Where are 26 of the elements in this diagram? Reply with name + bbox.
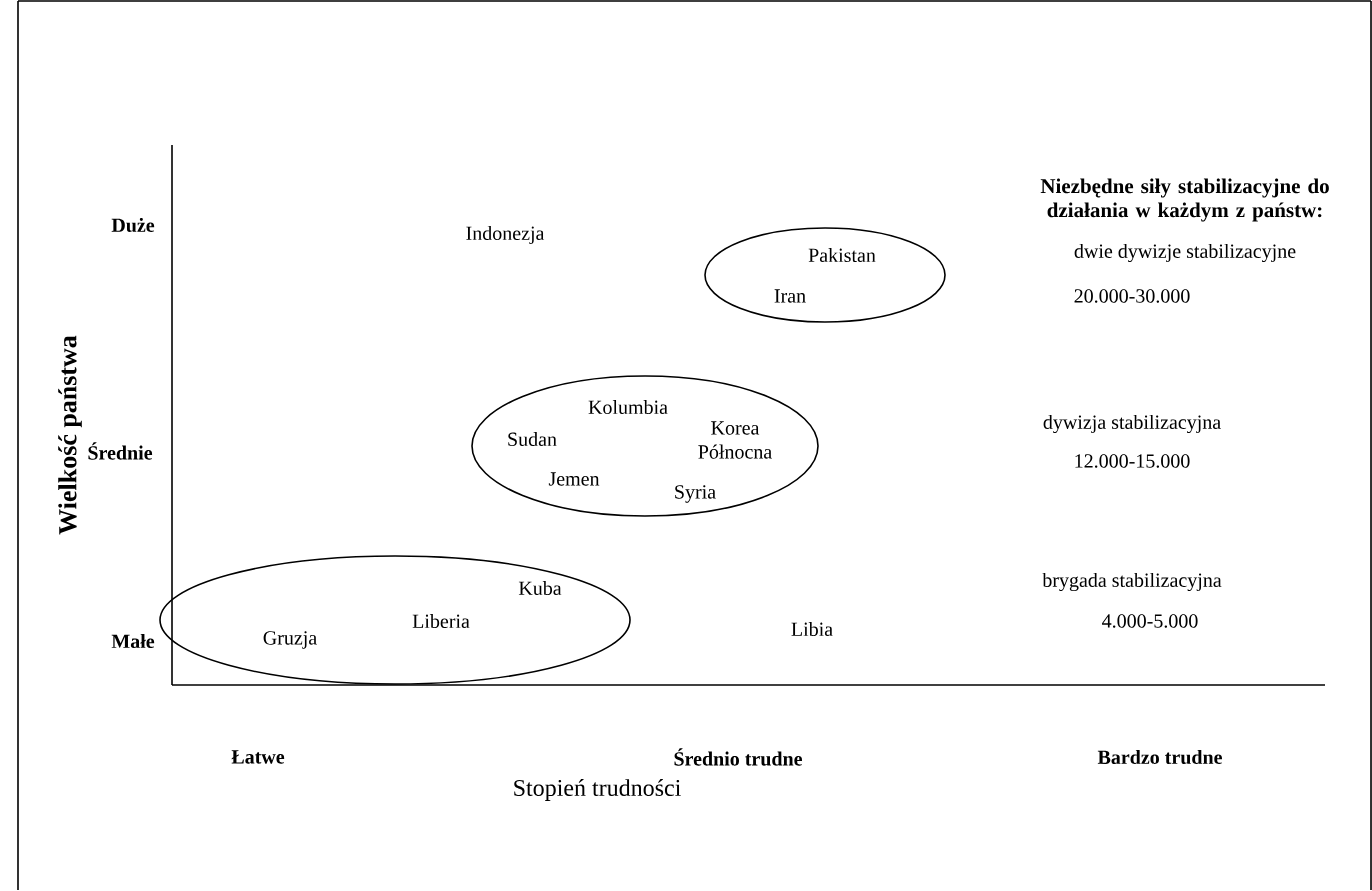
country-label: Kolumbia: [588, 399, 668, 415]
country-label: Liberia: [412, 613, 470, 629]
country-label: Iran: [774, 289, 806, 303]
force-number: 20.000-30.000: [1074, 289, 1190, 303]
country-label: Kuba: [518, 580, 562, 596]
axis-tick-label: Średnio trudne: [674, 748, 803, 766]
axis-title: Stopień trudności: [514, 779, 681, 801]
force-label: dywizja stabilizacyjna: [1043, 414, 1221, 434]
country-label: Libia: [791, 621, 833, 637]
force-number: 12.000-15.000: [1075, 454, 1190, 468]
country-label: Indonezja: [466, 225, 545, 245]
axis-tick-label: Średnie: [88, 442, 153, 460]
force-number: 4.000-5.000: [1102, 614, 1198, 628]
country-label: Korea Północna: [698, 421, 772, 459]
country-label: Syria: [675, 485, 716, 503]
axis-tick-label: Duże: [111, 217, 155, 233]
country-label: Sudan: [508, 431, 557, 447]
country-label: Gruzja: [263, 631, 317, 649]
axis-title: Wielkość państwa: [58, 335, 82, 535]
axis-tick-label: Łatwe: [231, 750, 285, 764]
country-label: Jemen: [548, 472, 600, 486]
force-label: brygada stabilizacyjna: [1042, 572, 1222, 592]
force-label: dwie dywizje stabilizacyjne: [1074, 243, 1296, 263]
country-label: Pakistan: [808, 247, 876, 263]
legend-heading: Niezbędne siły stabilizacyjne do działania w każdym z państw:: [1040, 178, 1329, 222]
axis-tick-label: Bardzo trudne: [1097, 749, 1222, 765]
